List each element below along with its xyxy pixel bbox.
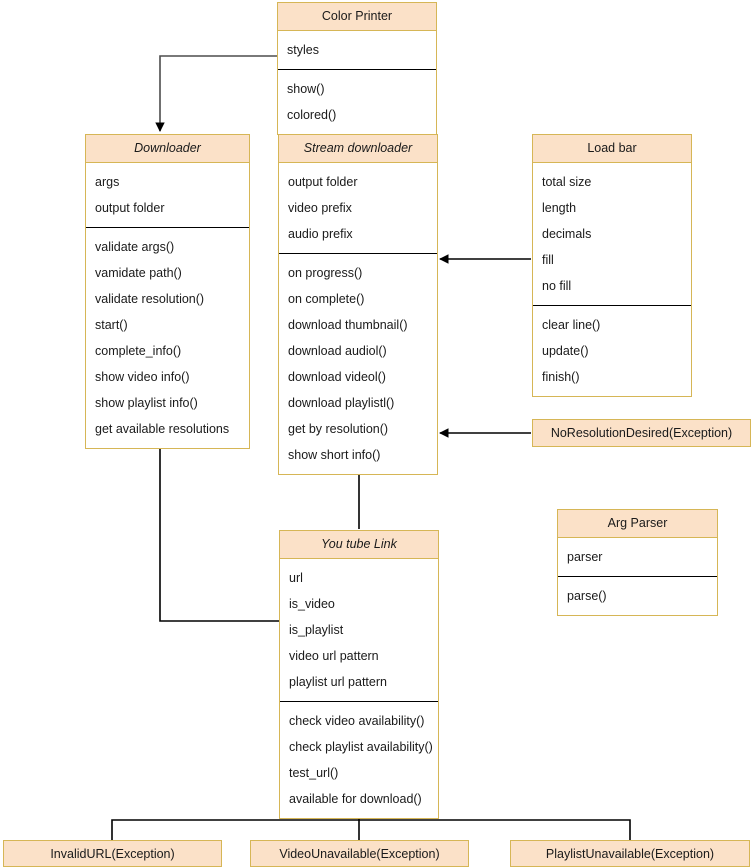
attribute-row: playlist url pattern (289, 675, 387, 689)
attribute-row: length (542, 201, 577, 215)
attribute-row: fill (542, 253, 554, 267)
class-title-arg-parser: Arg Parser (558, 510, 717, 538)
method-row: parse() (567, 589, 607, 603)
methods-section-load-bar: clear line() update() finish() (533, 305, 691, 396)
method-row: check playlist availability() (289, 740, 433, 754)
attribute-row: audio prefix (288, 227, 353, 241)
exception-no-resolution-desired[interactable]: NoResolutionDesired(Exception) (532, 419, 751, 447)
method-row: check video availability() (289, 714, 425, 728)
method-row: colored() (287, 108, 337, 122)
attribute-row: output folder (95, 201, 165, 215)
class-arg-parser[interactable]: Arg Parser parser parse() (557, 509, 718, 616)
class-downloader[interactable]: Downloader args output folder validate a… (85, 134, 250, 449)
class-title-load-bar: Load bar (533, 135, 691, 163)
attributes-section-youtube-link: url is_video is_playlist video url patte… (280, 559, 438, 701)
method-row: show playlist info() (95, 396, 198, 410)
exception-playlist-unavailable[interactable]: PlaylistUnavailable(Exception) (510, 840, 750, 867)
exception-label: PlaylistUnavailable(Exception) (545, 846, 715, 861)
method-row: update() (542, 344, 589, 358)
method-row: show() (287, 82, 325, 96)
exception-label: InvalidURL(Exception) (50, 846, 175, 861)
method-row: validate args() (95, 240, 175, 254)
class-title-youtube-link: You tube Link (280, 531, 438, 559)
attributes-section-load-bar: total size length decimals fill no fill (533, 163, 691, 305)
method-row: show short info() (288, 448, 381, 462)
attributes-section-downloader: args output folder (86, 163, 249, 227)
methods-section-color-printer: show() colored() (278, 69, 436, 134)
attribute-row: output folder (288, 175, 358, 189)
method-row: test_url() (289, 766, 339, 780)
edge-youtubelink-to-downloader (155, 434, 279, 622)
attributes-section-color-printer: styles (278, 31, 436, 69)
class-load-bar[interactable]: Load bar total size length decimals fill… (532, 134, 692, 397)
exception-invalid-url[interactable]: InvalidURL(Exception) (3, 840, 222, 867)
class-title-color-printer: Color Printer (278, 3, 436, 31)
attribute-row: is_video (289, 597, 335, 611)
method-row: complete_info() (95, 344, 182, 358)
attribute-row: decimals (542, 227, 592, 241)
method-row: clear line() (542, 318, 601, 332)
attributes-section-stream-downloader: output folder video prefix audio prefix (279, 163, 437, 253)
methods-section-arg-parser: parse() (558, 576, 717, 615)
attribute-row: styles (287, 43, 319, 57)
attributes-section-arg-parser: parser (558, 538, 717, 576)
method-row: start() (95, 318, 128, 332)
exception-label: VideoUnavailable(Exception) (279, 846, 440, 861)
attribute-row: args (95, 175, 120, 189)
method-row: download playlistl() (288, 396, 395, 410)
class-stream-downloader[interactable]: Stream downloader output folder video pr… (278, 134, 438, 475)
method-row: download thumbnail() (288, 318, 408, 332)
methods-section-downloader: validate args() vamidate path() validate… (86, 227, 249, 448)
method-row: vamidate path() (95, 266, 182, 280)
method-row: download audiol() (288, 344, 387, 358)
method-row: on progress() (288, 266, 363, 280)
exception-video-unavailable[interactable]: VideoUnavailable(Exception) (250, 840, 469, 867)
method-row: on complete() (288, 292, 365, 306)
attribute-row: video prefix (288, 201, 352, 215)
attribute-row: video url pattern (289, 649, 379, 663)
class-title-stream-downloader: Stream downloader (279, 135, 437, 163)
attribute-row: is_playlist (289, 623, 344, 637)
methods-section-youtube-link: check video availability() check playlis… (280, 701, 438, 818)
class-color-printer[interactable]: Color Printer styles show() colored() (277, 2, 437, 135)
attribute-row: parser (567, 550, 603, 564)
method-row: available for download() (289, 792, 422, 806)
attribute-row: no fill (542, 279, 572, 293)
edge-colorprinter-to-downloader (155, 55, 277, 132)
exception-label: NoResolutionDesired(Exception) (550, 426, 733, 440)
method-row: download videol() (288, 370, 386, 384)
method-row: show video info() (95, 370, 190, 384)
method-row: get available resolutions (95, 422, 230, 436)
method-row: finish() (542, 370, 580, 384)
attribute-row: url (289, 571, 303, 585)
class-title-downloader: Downloader (86, 135, 249, 163)
attribute-row: total size (542, 175, 592, 189)
method-row: get by resolution() (288, 422, 389, 436)
methods-section-stream-downloader: on progress() on complete() download thu… (279, 253, 437, 474)
method-row: validate resolution() (95, 292, 205, 306)
class-youtube-link[interactable]: You tube Link url is_video is_playlist v… (279, 530, 439, 819)
